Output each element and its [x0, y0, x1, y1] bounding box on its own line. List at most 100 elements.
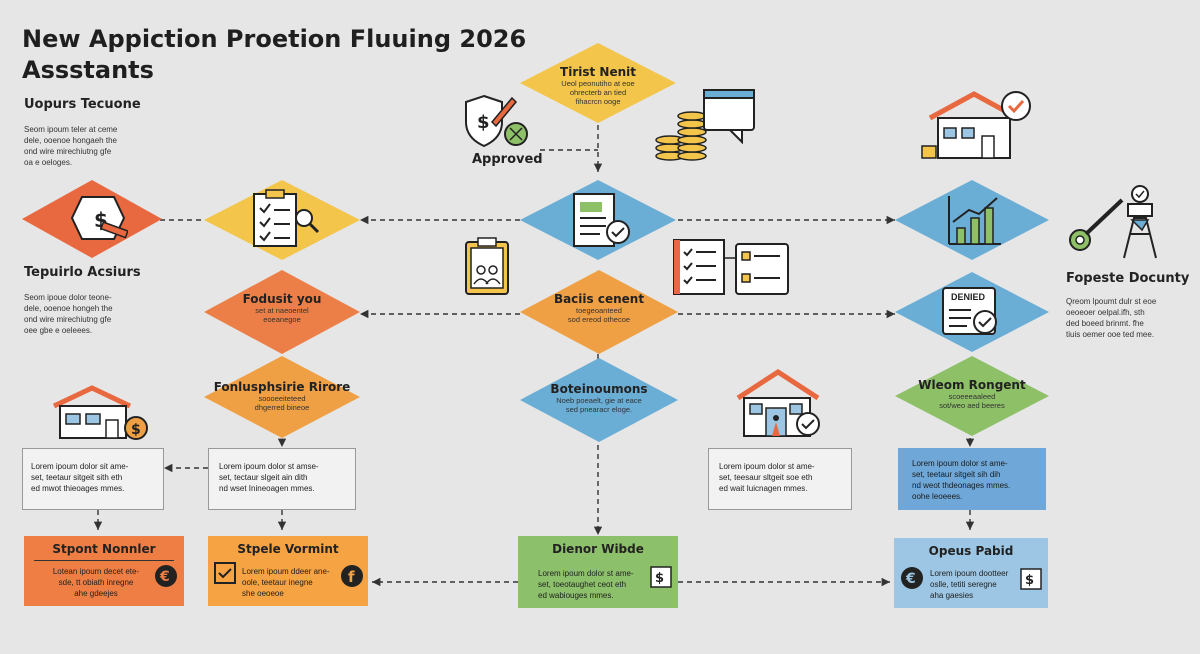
denied-document-icon — [942, 287, 997, 335]
svg-text:$: $ — [477, 112, 490, 133]
diamond-fonlusph[interactable]: Fonlusphsirie Rirore soooeeiteteed dhger… — [204, 356, 360, 438]
diamond-wleom[interactable]: Wleom Rongent scoeeeaaleed sot/weo aed b… — [895, 356, 1049, 436]
checklist-icon — [673, 239, 789, 295]
dollar-doc-icon: $ — [1020, 568, 1042, 590]
side-text-line: Seom ipoum teler at ceme — [24, 125, 118, 134]
text-line: Lorem ipoum dootteer — [930, 569, 1009, 578]
diamond-label: Wleom Rongent — [918, 378, 1026, 392]
approval-shield-icon: $ — [465, 94, 528, 148]
text-box-body: Lorem ipoum dolor st ame- set, teesaur s… — [719, 461, 815, 494]
diamond-sub-line: eoeanegoe — [263, 315, 301, 324]
svg-text:$: $ — [1025, 573, 1034, 588]
title-line-1: New Appiction Proetion Fluuing 2026 — [22, 25, 527, 53]
result-box-opeus[interactable]: Opeus Pabid € Lorem ipoum dootteer oslle… — [894, 538, 1048, 608]
diamond-sub: toegeoanteed sod ereod othecoe — [520, 306, 678, 324]
euro-icon: € — [155, 565, 177, 587]
diamond-label: Fodusit you — [242, 292, 322, 306]
side-text-mid: Seom ipoue dolor teone- dele, ooenoe hon… — [24, 292, 113, 336]
text-line: ed mwot thieoages mmes. — [31, 484, 125, 493]
diamond-found[interactable]: Fodusit you set at naeoentel eoeanegoe — [204, 270, 360, 354]
diamond-sub-line: scoeeeaaleed — [948, 392, 996, 401]
text-line: Lorem ipoum dolor st amse- — [219, 462, 319, 471]
diamond-sub-line: sot/weo aed beeres — [939, 401, 1005, 410]
euro-icon: € — [901, 567, 923, 589]
svg-text:€: € — [159, 569, 170, 585]
diamond-sub-line: ohrecterb an tied — [569, 88, 627, 97]
side-text-line: Seom ipoue dolor teone- — [24, 293, 112, 302]
diamond-sub-line: soooeeiteteed — [258, 394, 306, 403]
diamond-sub-line: sod ereod othecoe — [567, 315, 631, 324]
title-line-2: Assstants — [22, 56, 154, 84]
result-box-body: Lorem ipoum ddeer ane- oole, teetaur ine… — [242, 566, 330, 599]
diamond-document[interactable] — [520, 180, 676, 260]
text-line: Lorem ipoum ddeer ane- — [242, 567, 330, 576]
result-box-heading: Stpont Nonnler — [52, 542, 156, 556]
dollar-doc-icon: $ — [650, 566, 672, 588]
chat-bubble-icon — [703, 89, 755, 144]
text-line: nd wset Inineoagen mmes. — [219, 484, 315, 493]
svg-text:$: $ — [655, 571, 664, 586]
text-line: oslle, tetiti seregne — [930, 580, 997, 589]
result-box-stpele[interactable]: Stpele Vormint Lorem ipoum ddeer ane- oo… — [208, 536, 368, 606]
text-line: set, tectaur slgeit ain dith — [219, 473, 308, 482]
text-box-body: Lorem ipoum dolor st ame- set, teetaur s… — [912, 458, 1010, 502]
facebook-icon: f — [341, 565, 363, 587]
side-heading-mid: Tepuirlo Acsiurs — [24, 265, 141, 280]
side-text-line: dele, ooenoe hongeh the — [24, 304, 113, 313]
side-text-line: ded boeed brinmt. fhe — [1066, 319, 1144, 328]
bar-chart-icon — [948, 196, 1001, 245]
diamond-boteino[interactable]: Boteinoumons Noeb poeaelt, gie at eace s… — [520, 358, 678, 442]
text-box-mid-left[interactable]: Lorem ipoum dolor st amse- set, tectaur … — [208, 448, 356, 510]
text-line: Lorem ipoum dolor st ame- — [538, 569, 634, 578]
side-text-line: tiuis oemer ooe ted mee. — [1066, 330, 1155, 339]
side-heading-right: Fopeste Docunty — [1066, 271, 1190, 286]
text-line: set, teetaur sitgeit sith eth — [31, 473, 123, 482]
diamond-chart[interactable] — [895, 180, 1049, 260]
result-box-stpont[interactable]: Stpont Nonnler Lotean ipoum decet ete- s… — [24, 536, 184, 606]
text-line: oole, teetaur inegne — [242, 578, 313, 587]
diamond-sub-line: Noeb poeaelt, gie at eace — [556, 396, 642, 405]
svg-text:$: $ — [131, 422, 141, 438]
diamond-top-center[interactable]: Tirist Nenit Ueol peonutiho at eoe ohrec… — [520, 43, 676, 123]
clipboard-search-icon — [253, 189, 320, 247]
text-box-body: Lorem ipoum dolor st amse- set, tectaur … — [219, 461, 319, 494]
diamond-sub: Ueol peonutiho at eoe ohrecterb an tied … — [520, 79, 676, 106]
text-line: aha gaesies — [930, 591, 974, 600]
text-line: set, teesaur sltgeit soe eth — [719, 473, 813, 482]
house-check-icon — [921, 91, 1031, 159]
diamond-sub: Noeb poeaelt, gie at eace sed pnearacr e… — [520, 396, 678, 414]
result-box-body: Lorem ipoum dolor st ame- set, toeotaugh… — [538, 568, 634, 601]
text-line: Lorem ipoum dolor st ame- — [719, 462, 815, 471]
diamond-clipboard[interactable] — [204, 180, 360, 260]
side-text-line: oeoeoer oelpal.ifh, sth — [1066, 308, 1145, 317]
diamond-sub-line: Ueol peonutiho at eoe — [561, 79, 635, 88]
page-title: New Appiction Proetion Fluuing 2026 Asss… — [22, 24, 526, 86]
text-line: sde, tt obiath inregne — [58, 578, 134, 587]
house-person-icon — [736, 369, 820, 437]
result-box-heading: Stpele Vormint — [237, 542, 339, 556]
diamond-price-tag[interactable]: $ — [22, 180, 162, 258]
text-box-right[interactable]: Lorem ipoum dolor st ame- set, teetaur s… — [898, 448, 1046, 510]
diamond-denied[interactable]: DENIED — [895, 272, 1049, 352]
result-box-body: Lorem ipoum dootteer oslle, tetiti sereg… — [930, 568, 1008, 601]
diamond-sub-line: sed pnearacr eloge. — [565, 405, 633, 414]
result-box-heading: Dienor Wibde — [552, 542, 644, 556]
diamond-sub-line: dhgerred bineoe — [254, 403, 310, 412]
diamond-sub: scoeeeaaleed sot/weo aed beeres — [895, 392, 1049, 410]
text-line: oohe leoeees. — [912, 492, 963, 501]
text-line: ahe gdeejes — [74, 589, 118, 598]
denied-badge: DENIED — [951, 292, 986, 302]
side-text-line: oa e oeloges. — [24, 158, 73, 167]
diamond-label: Fonlusphsirie Rirore — [213, 380, 351, 394]
result-box-dienor[interactable]: Dienor Wibde Lorem ipoum dolor st ame- s… — [518, 536, 678, 608]
text-line: Lorem ipoum dolor sit ame- — [31, 462, 129, 471]
diamond-label: Boteinoumons — [550, 382, 648, 396]
diamond-sub-line: fihacrcn ooge — [575, 97, 621, 106]
side-text-line: ond wire mirechiutng gfe — [24, 315, 112, 324]
side-text-line: ond wire mirechiutng gfe — [24, 147, 112, 156]
clipboard-people-icon — [465, 237, 509, 295]
text-box-mid-right[interactable]: Lorem ipoum dolor st ame- set, teesaur s… — [708, 448, 852, 510]
diamond-bacils[interactable]: Baciis cenent toegeoanteed sod ereod oth… — [520, 270, 678, 354]
text-box-left[interactable]: Lorem ipoum dolor sit ame- set, teetaur … — [22, 448, 164, 510]
approved-label: Approved — [472, 152, 543, 167]
